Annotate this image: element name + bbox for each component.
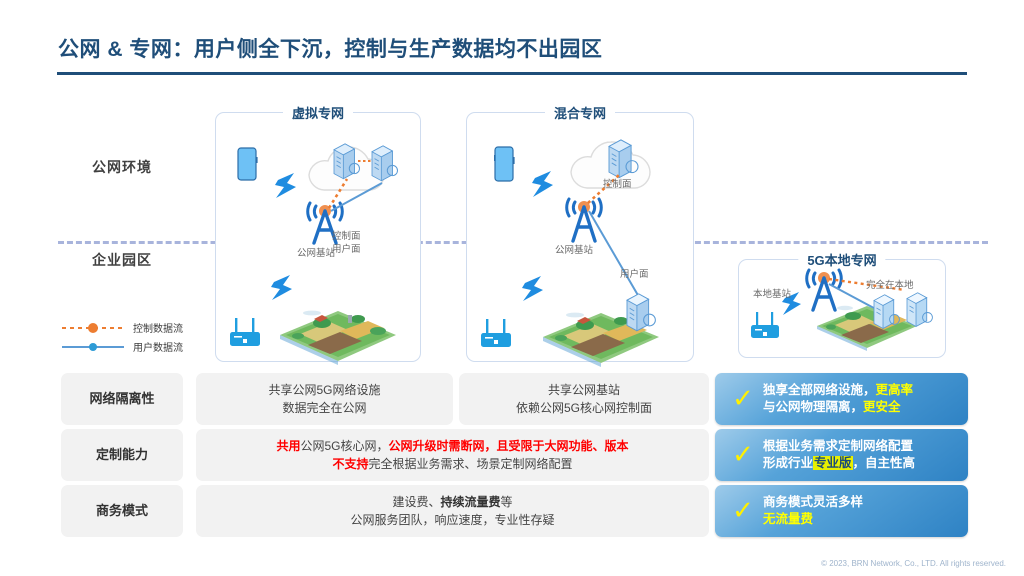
legend-label-control: 控制数据流 — [133, 324, 183, 335]
table-row-head-2: 定制能力 — [61, 429, 183, 481]
wireless-link-bolt-icon — [782, 292, 801, 315]
router-icon — [230, 318, 260, 346]
zone-label-campus: 企业园区 — [92, 252, 152, 268]
r1-adv-l1a: 独享全部网络设施， — [763, 383, 876, 397]
check-icon-row3: ✓ — [732, 496, 754, 526]
label-user-plane-virtual: 用户面 — [332, 244, 361, 255]
r1-adv-l1-highlight: 更高率 — [875, 383, 914, 397]
r1c2-line1: 共享公网基站 — [547, 383, 620, 397]
base-station-icon — [565, 197, 603, 243]
label-control-plane-hybrid: 控制面 — [603, 179, 632, 190]
check-icon-row2: ✓ — [732, 440, 754, 470]
r3-l1c: 等 — [500, 495, 513, 509]
r2-l2-plain1: 完全根据业务需求、场景定制网络配置 — [368, 457, 573, 471]
r2-adv-l2b: ，自主性高 — [852, 456, 916, 470]
smartphone-icon — [494, 146, 515, 182]
user-flow-line — [330, 182, 383, 212]
table-row-head-3: 商务模式 — [61, 485, 183, 537]
page-title: 公网 & 专网：用户侧全下沉，控制与生产数据均不出园区 — [58, 38, 603, 61]
r2-adv-l2a: 形成行业 — [763, 456, 814, 470]
r2-adv-l1a: 根据业务需求定制网络配置 — [763, 439, 914, 453]
base-station-icon — [306, 201, 344, 245]
server-user-icon — [371, 145, 399, 182]
label-base-station-virtual: 公网基站 — [297, 248, 336, 259]
local-network-illustration — [751, 268, 933, 351]
control-flow-line — [327, 178, 349, 209]
user-flow-line-icon — [62, 341, 124, 353]
r1c1-line1: 共享公网5G网络设施 — [268, 383, 381, 397]
diagram-panel-hybrid-private-network: 混合专网 — [466, 103, 694, 367]
table-cell-r2-advantage: ✓ 根据业务需求定制网络配置 形成行业专业版，自主性高 — [715, 429, 968, 481]
server-control-icon — [333, 143, 361, 180]
copyright-footer: © 2023, BRN Network, Co., LTD. All right… — [821, 559, 1006, 568]
router-icon — [481, 319, 511, 347]
label-all-local: 完全在本地 — [866, 280, 914, 291]
r3-adv-l2-highlight: 无流量费 — [763, 512, 814, 526]
r3-advantage-text: 商务模式灵活多样 无流量费 — [763, 494, 968, 528]
panel-title-virtual: 虚拟专网 — [282, 103, 354, 122]
label-user-plane-hybrid: 用户面 — [620, 269, 649, 280]
r2-l2-red1: 不支持 — [332, 457, 369, 471]
legend-item-user: 用户数据流 — [62, 337, 212, 356]
title-underline — [57, 72, 967, 75]
server-local-b-icon — [906, 292, 933, 328]
r2-advantage-text: 根据业务需求定制网络配置 形成行业专业版，自主性高 — [763, 438, 968, 472]
control-flow-line-icon — [62, 322, 124, 334]
table-cell-r1-advantage: ✓ 独享全部网络设施，更高率 与公网物理隔离，更安全 — [715, 373, 968, 425]
r3-l1b-bold: 持续流量费 — [440, 495, 501, 509]
server-local-a-icon — [873, 294, 900, 330]
diagram-panel-local-5g-private-network: 5G本地专网 — [738, 250, 946, 358]
server-user-local-icon — [626, 293, 656, 332]
smartphone-icon — [237, 147, 258, 181]
router-icon — [751, 312, 779, 338]
table-cell-r1c2: 共享公网基站 依赖公网5G核心网控制面 — [459, 373, 709, 425]
panel-title-local: 5G本地专网 — [798, 250, 886, 269]
r1c1-line2: 数据完全在公网 — [282, 401, 367, 415]
panel-title-hybrid: 混合专网 — [544, 103, 616, 122]
r2-l1-red1: 共用 — [276, 439, 301, 453]
wireless-link-bolt-lower-icon — [522, 276, 543, 301]
label-control-plane-virtual: 控制面 — [332, 231, 361, 242]
r1-adv-l2a: 与公网物理隔离， — [763, 400, 864, 414]
wireless-link-bolt-icon — [532, 171, 553, 197]
legend-label-user: 用户数据流 — [133, 343, 183, 354]
campus-illustration — [817, 305, 917, 351]
wireless-link-bolt-icon — [275, 173, 296, 198]
r2-l1-plain1: 公网5G核心网， — [300, 439, 389, 453]
table-cell-r2-wide: 共用公网5G核心网，公网升级时需断网，且受限于大网功能、版本 不支持完全根据业务… — [196, 429, 709, 481]
check-icon-row1: ✓ — [732, 384, 754, 414]
r1-advantage-text: 独享全部网络设施，更高率 与公网物理隔离，更安全 — [763, 382, 968, 416]
r2-l1-red2: 公网升级时需断网，且受限于大网功能、版本 — [388, 439, 629, 453]
r3-l2: 公网服务团队，响应速度，专业性存疑 — [350, 513, 555, 527]
table-cell-r3-wide: 建设费、持续流量费等 公网服务团队，响应速度，专业性存疑 — [196, 485, 709, 537]
label-base-station-hybrid: 公网基站 — [555, 245, 594, 256]
campus-illustration — [280, 310, 396, 365]
r1c2-line2: 依赖公网5G核心网控制面 — [515, 401, 652, 415]
user-flow-line — [588, 210, 640, 298]
diagram-panel-virtual-private-network: 虚拟专网 — [215, 103, 421, 365]
server-control-icon — [608, 139, 639, 179]
legend-item-control: 控制数据流 — [62, 318, 212, 337]
zone-label-public: 公网环境 — [92, 159, 152, 175]
legend: 控制数据流 用户数据流 — [62, 318, 212, 356]
label-base-station-local: 本地基站 — [753, 289, 792, 300]
r2-adv-l2-mark: 专业版 — [813, 456, 853, 470]
wireless-link-bolt-lower-icon — [271, 275, 292, 300]
table-cell-r1c1: 共享公网5G网络设施 数据完全在公网 — [196, 373, 453, 425]
virtual-network-illustration — [230, 143, 399, 365]
table-cell-r3-advantage: ✓ 商务模式灵活多样 无流量费 — [715, 485, 968, 537]
control-flow-line — [587, 174, 620, 204]
base-station-icon — [805, 268, 843, 312]
hybrid-network-illustration — [481, 139, 659, 367]
r1-adv-l2-highlight: 更安全 — [863, 400, 901, 414]
r3-l1a: 建设费、 — [392, 495, 441, 509]
table-row-head-1: 网络隔离性 — [61, 373, 183, 425]
r3-adv-l1a: 商务模式灵活多样 — [763, 495, 864, 509]
